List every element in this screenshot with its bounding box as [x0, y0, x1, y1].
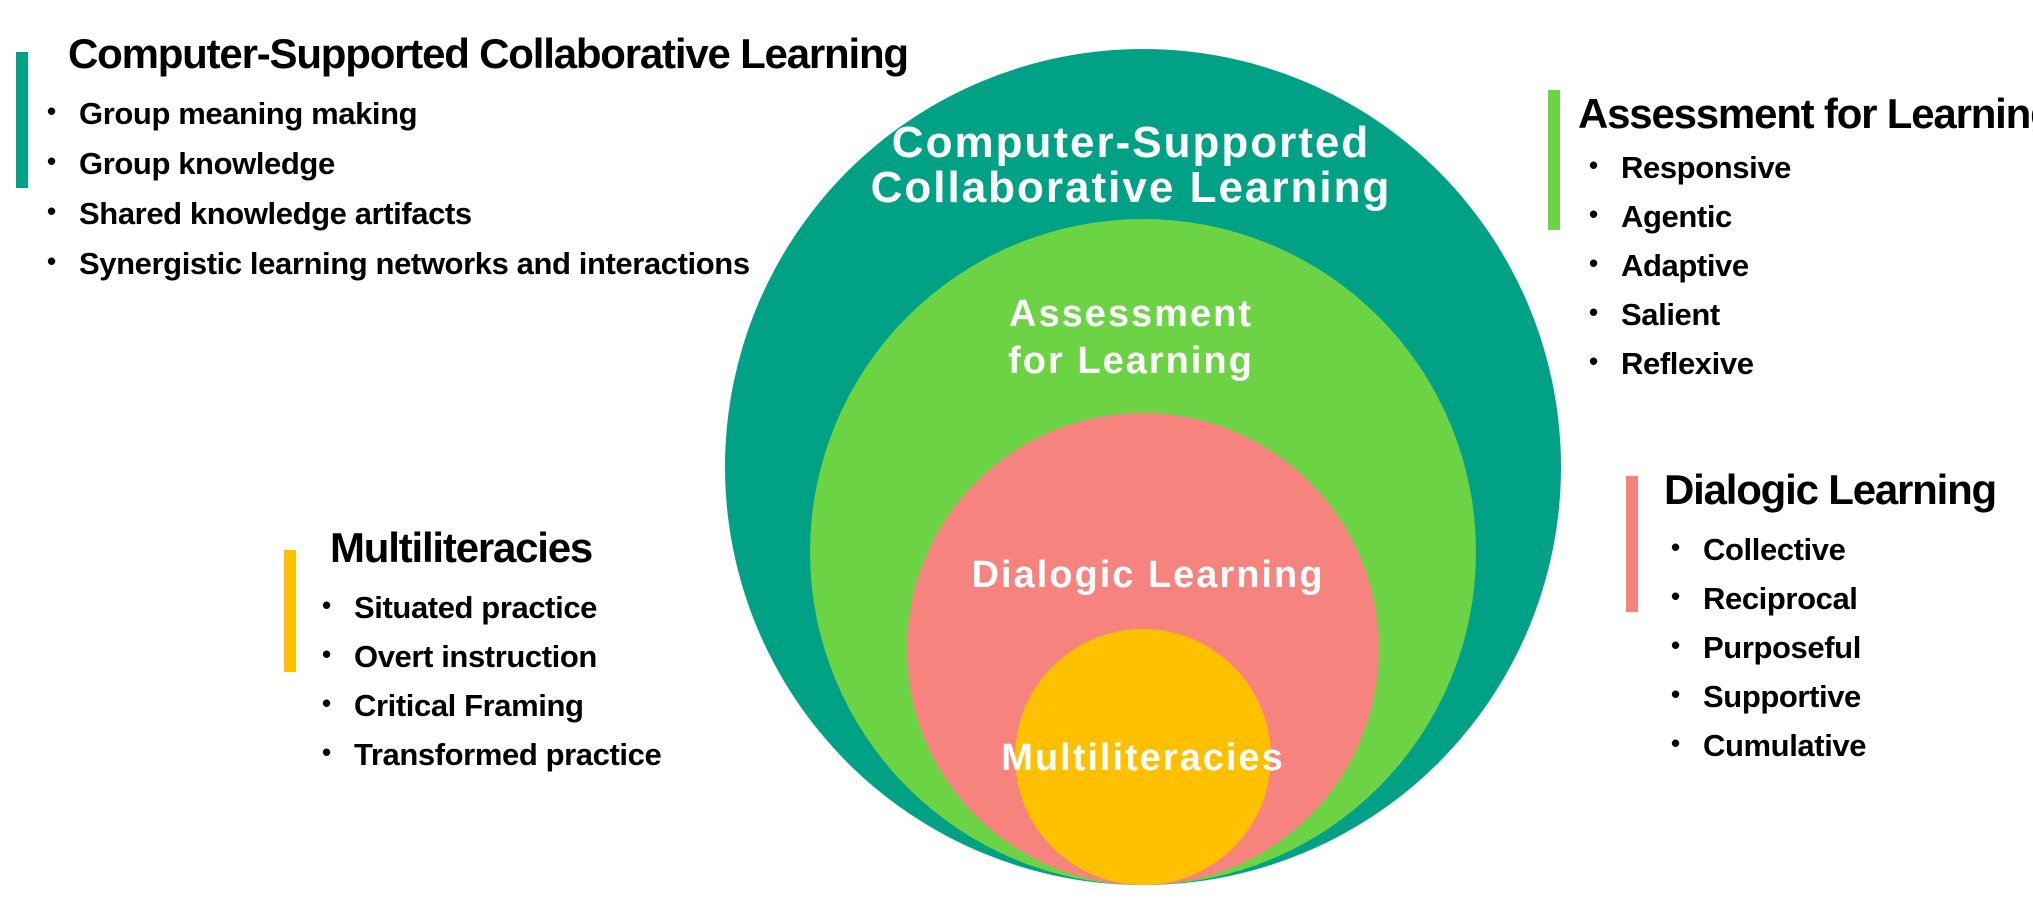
- list-item: •Adaptive: [1589, 248, 1749, 283]
- list-item: •Supportive: [1671, 679, 1861, 714]
- bullet-icon: •: [1589, 248, 1598, 278]
- list-item: •Transformed practice: [322, 737, 662, 772]
- afl-circle-label-line2: for Learning: [1008, 340, 1254, 382]
- bullet-icon: •: [1671, 728, 1680, 758]
- list-item: •Overt instruction: [322, 639, 597, 674]
- list-item: •Collective: [1671, 532, 1846, 567]
- multiliteracies-panel-title: Multiliteracies: [330, 524, 593, 571]
- multiliteracies-circle-label: Multiliteracies: [1001, 737, 1284, 779]
- bullet-icon: •: [1589, 297, 1598, 327]
- list-item: •Responsive: [1589, 150, 1792, 185]
- list-item: •Critical Framing: [322, 688, 584, 723]
- afl-accent-bar: [1548, 90, 1560, 230]
- afl-panel-title: Assessment for Learning: [1578, 90, 2033, 137]
- cscl-accent-bar: [16, 52, 28, 188]
- dialogic-accent-bar: [1626, 476, 1638, 612]
- dialogic-circle-label: Dialogic Learning: [972, 554, 1325, 596]
- multiliteracies-list: •Situated practice •Overt instruction •C…: [322, 590, 662, 786]
- bullet-icon: •: [1671, 679, 1680, 709]
- bullet-icon: •: [47, 196, 56, 226]
- multiliteracies-circle: [1015, 629, 1271, 885]
- cscl-circle-label-line2: Collaborative Learning: [871, 163, 1392, 212]
- bullet-icon: •: [322, 590, 331, 620]
- bullet-icon: •: [1671, 581, 1680, 611]
- multiliteracies-accent-bar: [284, 550, 296, 672]
- bullet-icon: •: [1589, 346, 1598, 376]
- dialogic-panel-title: Dialogic Learning: [1664, 466, 1997, 513]
- list-item: •Reciprocal: [1671, 581, 1858, 616]
- bullet-icon: •: [1589, 199, 1598, 229]
- bullet-icon: •: [322, 737, 331, 767]
- bullet-icon: •: [322, 639, 331, 669]
- bullet-icon: •: [1671, 630, 1680, 660]
- bullet-icon: •: [47, 96, 56, 126]
- list-item: •Reflexive: [1589, 346, 1754, 381]
- list-item: •Purposeful: [1671, 630, 1861, 665]
- cscl-panel-title: Computer-Supported Collaborative Learnin…: [68, 30, 909, 77]
- bullet-icon: •: [47, 246, 56, 276]
- afl-circle-label-line1: Assessment: [1009, 293, 1253, 335]
- list-item: •Group meaning making: [47, 96, 418, 131]
- bullet-icon: •: [322, 688, 331, 718]
- list-item: •Agentic: [1589, 199, 1732, 234]
- list-item: •Situated practice: [322, 590, 598, 625]
- list-item: •Group knowledge: [47, 146, 335, 181]
- list-item: •Salient: [1589, 297, 1720, 332]
- bullet-icon: •: [1671, 532, 1680, 562]
- list-item: •Shared knowledge artifacts: [47, 196, 472, 231]
- afl-list: •Responsive •Agentic •Adaptive •Salient …: [1589, 150, 1792, 395]
- list-item: •Synergistic learning networks and inter…: [47, 246, 750, 281]
- bullet-icon: •: [1589, 150, 1598, 180]
- list-item: •Cumulative: [1671, 728, 1867, 763]
- bullet-icon: •: [47, 146, 56, 176]
- dialogic-list: •Collective •Reciprocal •Purposeful •Sup…: [1671, 532, 1867, 777]
- cscl-circle-label-line1: Computer-Supported: [892, 118, 1370, 167]
- cscl-list: •Group meaning making •Group knowledge •…: [47, 96, 750, 296]
